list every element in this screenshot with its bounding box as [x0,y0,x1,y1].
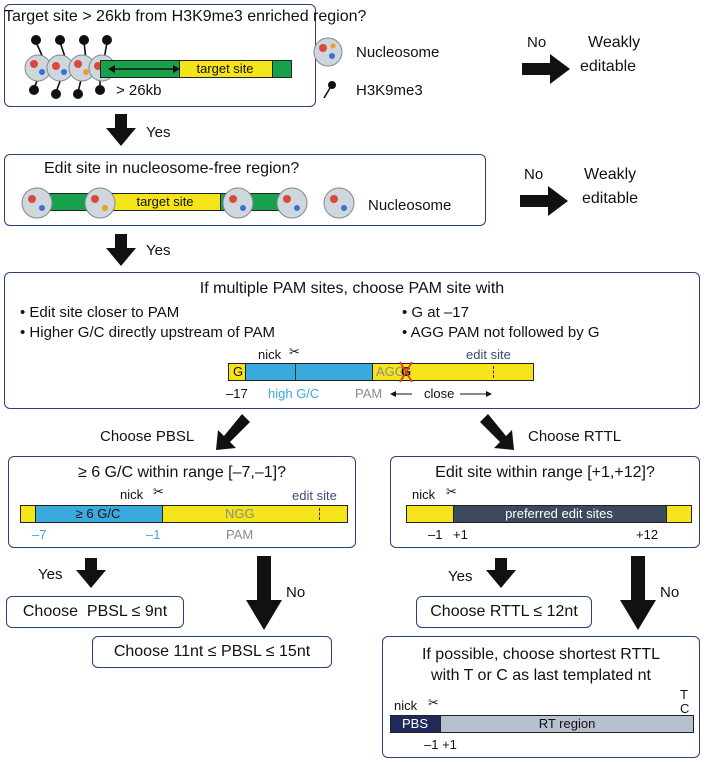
rttl-question: Edit site within range [+1,+12]? [435,464,655,481]
pbsl-nick-label: nick [120,487,144,502]
final-box [382,636,700,758]
step2-outcome-line2: editable [582,190,639,207]
pbsl-gc-label: ≥ 6 G/C [75,506,121,521]
step3-nick-label: nick [258,347,282,362]
step3-criterion-left-1: Edit site closer to PAM [20,304,179,321]
pbsl-choice-no: Choose 11nt ≤ PBSL ≤ 15nt [113,643,311,660]
step3-pam-label: PAM [355,386,383,401]
step2-outcome-line1: Weakly [584,166,637,183]
rttl-pos-a: –1 [428,527,443,542]
branch-pbsl-arrow [216,414,250,450]
step3-cross-icon [399,361,413,383]
rttl-preferred-label: preferred edit sites [505,506,613,521]
step3-pam-seq: AGG [376,364,405,379]
pbsl-no-arrow [246,556,282,630]
step1-legend-h3k9me3: H3K9me3 [356,82,423,99]
step3-g-label: G [233,364,244,379]
step3-edit-site-label: edit site [466,347,511,362]
step1-no-label: No [527,34,547,51]
step3-pos-label: –17 [226,386,248,401]
step2-no-label: No [524,166,544,183]
branch-rttl-label: Choose RTTL [528,428,622,445]
final-pos-label: –1 +1 [424,737,457,752]
rttl-yes-arrow [486,558,516,588]
pbsl-gc-segment [35,506,163,522]
rttl-choice-yes-box [416,596,592,628]
step1-target-label: target site [196,61,254,76]
legend-nucleosome-icon [313,37,343,67]
yes2-arrow [106,234,136,266]
final-rt-region-label: RT region [538,716,596,731]
step3-sequence-bar [228,363,534,381]
step1-legend-nucleosome: Nucleosome [356,44,440,61]
step3-criterion-right-1: G at –17 [402,304,469,321]
final-c-label: C [680,701,690,716]
final-nick-label: nick [394,698,418,713]
step3-title: If multiple PAM sites, choose PAM site w… [199,280,505,297]
step2-target-label: target site [136,194,194,209]
pbsl-question: ≥ 6 G/C within range [–7,–1]? [77,464,286,481]
step1-no-arrow [522,54,570,84]
pbsl-pam-label: PAM [226,527,254,542]
final-scissors-icon: ✂ [428,695,439,710]
step3-close-label: close [424,386,455,401]
pbsl-no-label: No [286,584,306,601]
rttl-yes-label: Yes [448,568,473,585]
step2-legend-nucleosome: Nucleosome [368,197,452,214]
step3-high-gc-segment [245,364,373,380]
final-line2: with T or C as last templated nt [431,667,651,684]
pbsl-pos-start: –7 [32,527,47,542]
step1-dna-bar [100,60,292,78]
step3-edit-site-dash [493,366,494,378]
pbsl-scissors-icon: ✂ [153,484,164,499]
pbsl-choice-yes-box [6,596,184,628]
pbsl-edit-site-dash [319,508,320,520]
step2-nucleosomes [21,187,308,219]
final-pbs-segment [391,716,441,732]
step2-no-arrow [520,186,568,216]
pbsl-choice-yes: Choose PBSL ≤ 9nt [22,603,168,620]
final-line1: If possible, choose shortest RTTL [421,646,661,663]
rttl-preferred-segment [453,506,667,522]
pbsl-yes-label: Yes [38,566,63,583]
yes1-label: Yes [146,124,171,141]
branch-rttl-arrow [480,414,514,450]
step2-question: Edit site in nucleosome-free region? [44,160,300,177]
step1-distance-label: > 26kb [116,82,162,99]
yes1-arrow [106,114,136,146]
final-t-label: T [680,687,688,702]
final-sequence-bar [390,715,694,733]
step3-close-arrow [390,391,492,397]
yes2-label: Yes [146,242,171,259]
rttl-pos-c: +12 [636,527,659,542]
pbsl-yes-arrow [76,558,106,588]
step3-criterion-left-2: Higher G/C directly upstream of PAM [20,324,275,341]
rttl-no-arrow [620,556,656,630]
legend-h3k9me3-icon [323,81,336,99]
step3-nick-tick [295,364,296,380]
branch-pbsl-label: Choose PBSL [100,428,195,445]
final-pbs-label: PBS [401,716,428,731]
step3-high-gc-label: high G/C [268,386,320,401]
pbsl-sequence-bar [20,505,348,523]
pbsl-box [8,456,356,548]
rttl-choice-yes: Choose RTTL ≤ 12nt [430,603,578,620]
rttl-scissors-icon: ✂ [446,484,457,499]
pbsl-pos-end: –1 [146,527,161,542]
step1-outcome-line2: editable [580,58,637,75]
rttl-box [390,456,700,548]
step3-scissors-icon: ✂ [289,344,300,359]
pbsl-edit-site-label: edit site [292,488,337,503]
rttl-nick-label: nick [412,487,436,502]
pbsl-choice-no-box [92,636,332,668]
step1-question: Target site > 26kb from H3K9me3 enriched… [4,8,367,25]
rttl-pos-b: +1 [453,527,468,542]
step3-criterion-right-2: AGG PAM not followed by G [402,324,600,341]
rttl-no-label: No [660,584,680,601]
pbsl-ngg-label: NGG [225,506,255,521]
rttl-sequence-bar [406,505,692,523]
step1-distance-arrow [108,65,180,73]
step2-legend-nucleosome-icon [323,187,355,219]
step1-outcome-line1: Weakly [588,34,641,51]
